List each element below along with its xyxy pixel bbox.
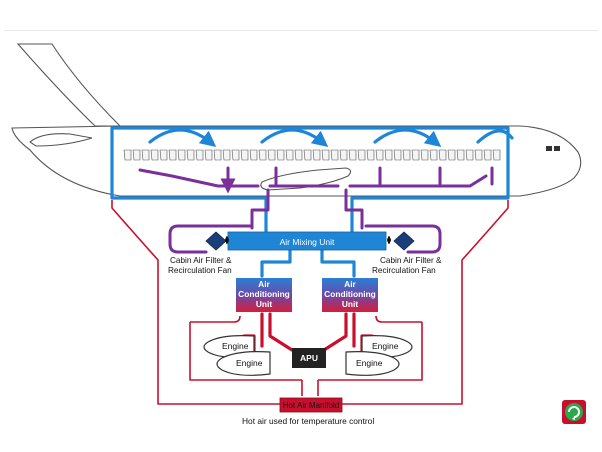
- apu-label: APU: [300, 353, 318, 363]
- seat: [141, 149, 150, 161]
- recirculated-air-ducts: [138, 166, 494, 254]
- seat: [204, 149, 213, 161]
- engine-left-upper-label: Engine: [222, 341, 249, 351]
- seat: [402, 149, 411, 161]
- hot-air-manifold: [279, 397, 343, 413]
- seat: [420, 149, 429, 161]
- right-filter-label-line1: Cabin Air Filter &: [380, 256, 442, 265]
- seat: [186, 149, 195, 161]
- seat: [240, 149, 249, 161]
- hot-air-manifold-label: Hot Air Manifold: [282, 401, 340, 410]
- seat: [483, 149, 492, 161]
- engine-right: [345, 335, 413, 376]
- ac-unit-left-line2: Conditioning: [238, 289, 290, 299]
- seat: [375, 149, 384, 161]
- seat: [249, 149, 258, 161]
- engine-right-upper-label: Engine: [372, 341, 399, 351]
- seat: [222, 149, 231, 161]
- seat: [429, 149, 438, 161]
- ac-unit-right-line3: Unit: [341, 299, 359, 309]
- ac-unit-right: [322, 278, 378, 312]
- seat: [366, 149, 375, 161]
- right-filter-fan-icon: [387, 231, 415, 251]
- seat: [492, 149, 501, 161]
- hot-air-ducts: [111, 200, 509, 405]
- seat: [357, 149, 366, 161]
- seat: [456, 149, 465, 161]
- seat: [348, 149, 357, 161]
- seat: [330, 149, 339, 161]
- top-divider: [4, 30, 598, 31]
- seat: [303, 149, 312, 161]
- cockpit-window: [546, 146, 552, 151]
- apu-box: [292, 348, 326, 368]
- seat: [177, 149, 186, 161]
- air-mixing-unit-label: Air Mixing Unit: [279, 237, 335, 247]
- seat: [276, 149, 285, 161]
- ac-unit-right-line2: Conditioning: [324, 289, 376, 299]
- left-filter-label-line1: Cabin Air Filter &: [170, 256, 232, 265]
- seat: [168, 149, 177, 161]
- seat: [411, 149, 420, 161]
- seat: [285, 149, 294, 161]
- seat: [231, 149, 240, 161]
- seat: [321, 149, 330, 161]
- seat: [438, 149, 447, 161]
- seat: [258, 149, 267, 161]
- seat: [267, 149, 276, 161]
- seat: [465, 149, 474, 161]
- seat: [294, 149, 303, 161]
- engine-left-lower-label: Engine: [236, 358, 263, 368]
- seat: [159, 149, 168, 161]
- ac-unit-left-line1: Air: [258, 279, 270, 289]
- seat: [393, 149, 402, 161]
- seat: [447, 149, 456, 161]
- left-filter-label-line2: Recirculation Fan: [168, 266, 232, 275]
- seat: [339, 149, 348, 161]
- ac-unit-left-line3: Unit: [255, 299, 273, 309]
- seat: [123, 149, 132, 161]
- recycle-logo-icon: [562, 400, 586, 424]
- seat: [195, 149, 204, 161]
- engine-right-lower-label: Engine: [356, 358, 383, 368]
- right-filter-label-line2: Recirculation Fan: [372, 266, 436, 275]
- cabin-seat-row: [123, 149, 501, 161]
- engine-left: [203, 335, 271, 376]
- seat: [384, 149, 393, 161]
- aircraft-fuselage: [11, 43, 582, 197]
- hot-air-caption: Hot air used for temperature control: [242, 416, 375, 426]
- ac-unit-left: [236, 278, 292, 312]
- cockpit-window: [554, 146, 560, 151]
- seat: [150, 149, 159, 161]
- ac-unit-right-line1: Air: [344, 279, 356, 289]
- seat: [132, 149, 141, 161]
- seat: [213, 149, 222, 161]
- seat: [474, 149, 483, 161]
- left-filter-fan-icon: [205, 231, 229, 251]
- seat: [312, 149, 321, 161]
